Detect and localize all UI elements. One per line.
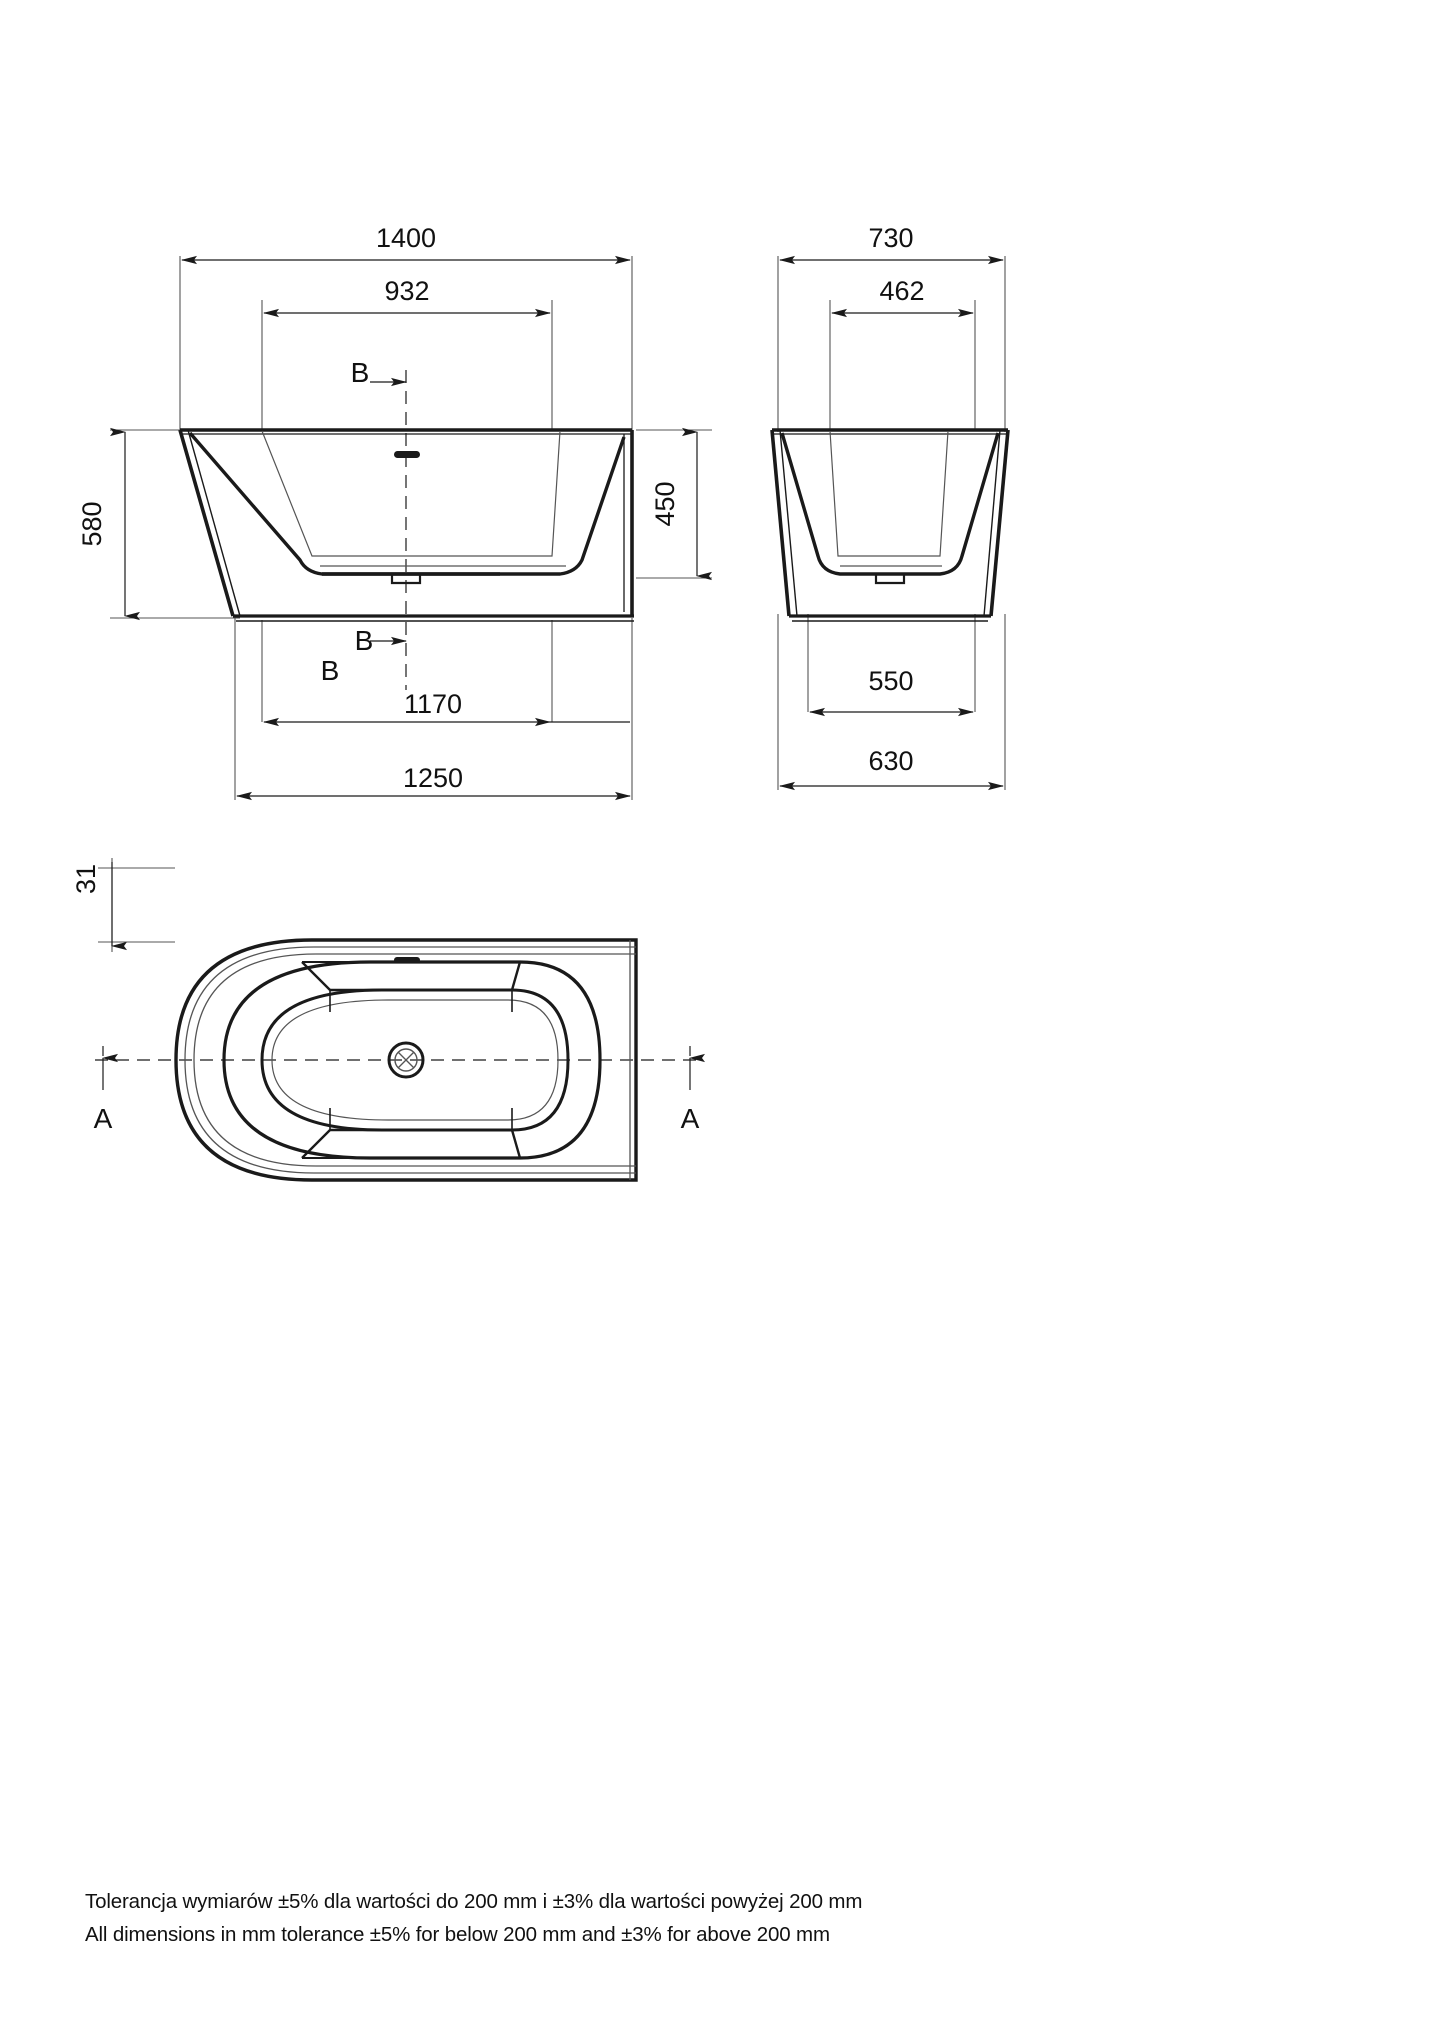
center-lines-layer: [95, 370, 700, 1061]
dim-front-base-outer: 1250: [403, 763, 463, 793]
dim-side-inner-depth: 462: [879, 276, 924, 306]
dim-front-base-inner: 1170: [404, 689, 462, 719]
dim-front-inner-height: 450: [650, 481, 680, 526]
dim-side-base-outer: 630: [868, 746, 913, 776]
footer-note-en: All dimensions in mm tolerance ±5% for b…: [85, 1923, 830, 1946]
dim-plan-rim-thickness: 31: [71, 864, 101, 894]
dim-front-overall-width: 1400: [376, 223, 436, 253]
dim-side-base-inner: 550: [868, 666, 913, 696]
section-mark-a-right: A: [681, 1103, 700, 1134]
footer-note-pl: Tolerancja wymiarów ±5% dla wartości do …: [85, 1890, 863, 1913]
section-mark-b-upper: B: [351, 357, 370, 388]
section-mark-b-lower-top: B: [355, 625, 374, 656]
footer-notes: Tolerancja wymiarów ±5% dla wartości do …: [85, 1885, 1365, 1951]
dim-front-overall-height: 580: [77, 501, 107, 546]
section-mark-a-left: A: [94, 1103, 113, 1134]
extension-lines-layer: [98, 256, 1006, 952]
dim-front-inner-width: 932: [384, 276, 429, 306]
dimension-lines-layer: [102, 255, 1004, 1090]
plan-view: [102, 938, 691, 1182]
dim-side-overall-depth: 730: [868, 223, 913, 253]
side-elevation-view: [770, 428, 1010, 622]
front-elevation-view: [178, 428, 634, 622]
section-mark-b-lower-bottom: B: [321, 655, 340, 686]
